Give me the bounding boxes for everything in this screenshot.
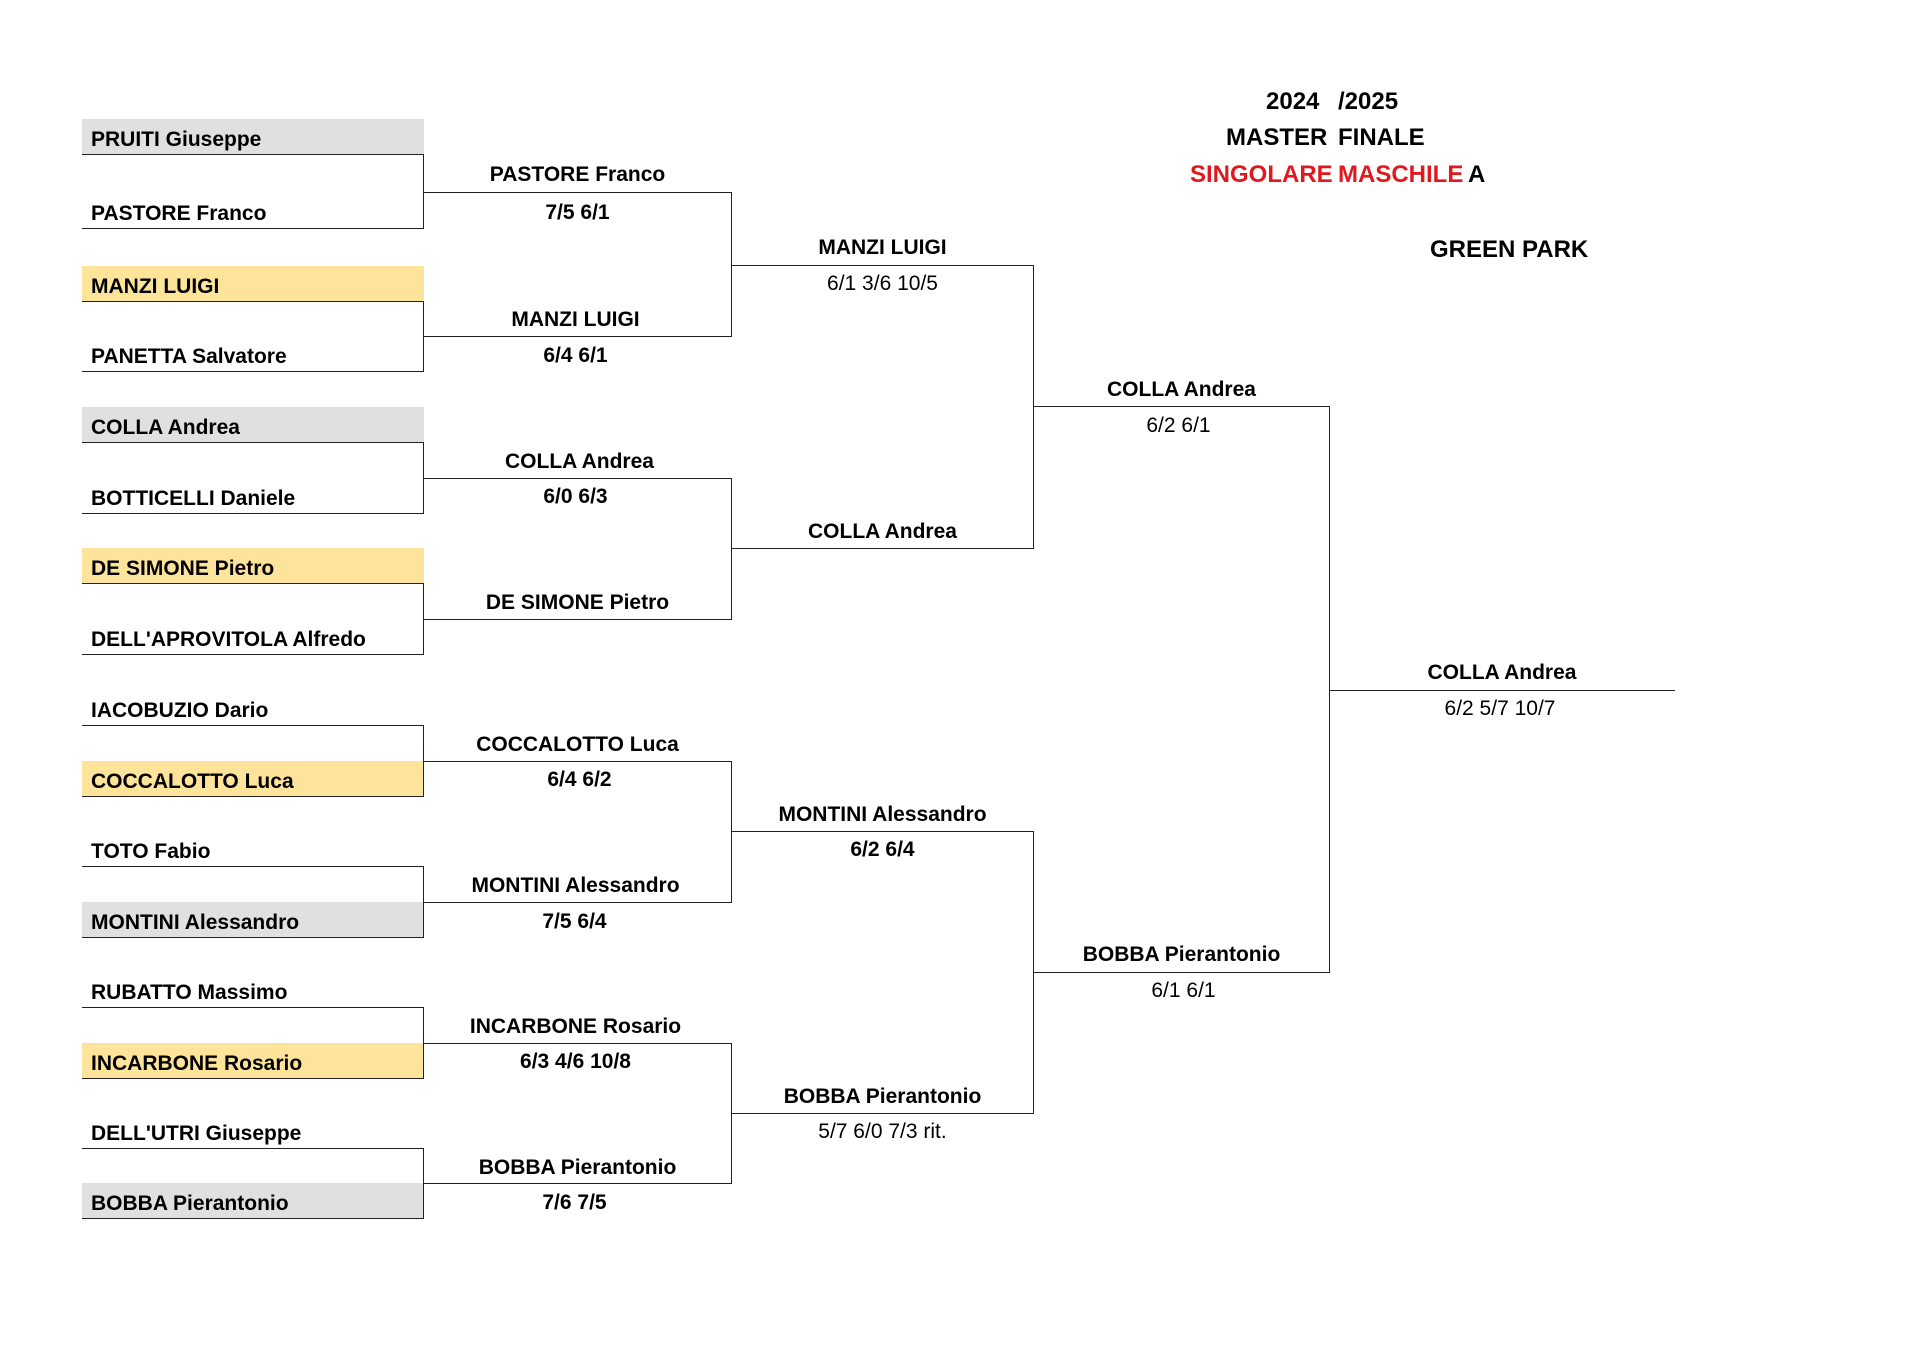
bracket-line xyxy=(731,831,1034,832)
bracket-line xyxy=(731,265,1034,266)
bracket-line xyxy=(423,478,732,479)
player-name: BOTTICELLI Daniele xyxy=(91,487,296,510)
bracket-line xyxy=(731,1113,1034,1114)
player-slot: DELL'APROVITOLA Alfredo xyxy=(82,619,424,655)
round2-winner: MANZI LUIGI xyxy=(511,308,640,331)
season-year-end: /2025 xyxy=(1338,88,1399,115)
bracket-line xyxy=(423,1043,732,1044)
bracket-line xyxy=(731,548,1034,549)
player-slot: DE SIMONE Pietro xyxy=(82,548,424,584)
player-name: INCARBONE Rosario xyxy=(91,1052,303,1075)
round3-winner: BOBBA Pierantonio xyxy=(783,1085,982,1108)
bracket-line xyxy=(423,761,732,762)
player-slot: BOBBA Pierantonio xyxy=(82,1183,424,1219)
round2-winner: DE SIMONE Pietro xyxy=(485,591,670,614)
bracket-line xyxy=(1329,690,1675,691)
player-slot: DELL'UTRI Giuseppe xyxy=(82,1113,424,1149)
title-finale: FINALE xyxy=(1338,124,1425,151)
semifinal-winner: COLLA Andrea xyxy=(1107,378,1256,401)
player-slot: PRUITI Giuseppe xyxy=(82,119,424,155)
player-name: COCCALOTTO Luca xyxy=(91,770,294,793)
category-letter: A xyxy=(1468,161,1486,188)
round2-score: 6/0 6/3 xyxy=(543,485,608,508)
player-slot: RUBATTO Massimo xyxy=(82,972,424,1008)
round2-score: 7/5 6/4 xyxy=(542,910,607,933)
round2-score: 7/5 6/1 xyxy=(545,201,610,224)
round2-score: 7/6 7/5 xyxy=(542,1191,607,1214)
round3-score: 6/1 3/6 10/5 xyxy=(827,272,938,295)
player-slot: INCARBONE Rosario xyxy=(82,1043,424,1079)
final-score: 6/2 5/7 10/7 xyxy=(1444,697,1556,720)
round3-winner: COLLA Andrea xyxy=(808,520,957,543)
player-name: IACOBUZIO Dario xyxy=(91,699,269,722)
round3-winner: MANZI LUIGI xyxy=(818,236,947,259)
player-name: RUBATTO Massimo xyxy=(91,981,288,1004)
round3-score: 6/2 6/4 xyxy=(850,838,915,861)
bracket-line xyxy=(423,336,732,337)
player-slot: TOTO Fabio xyxy=(82,831,424,867)
player-name: MANZI LUIGI xyxy=(91,275,220,298)
player-name: PASTORE Franco xyxy=(91,202,267,225)
category-maschile: MASCHILE xyxy=(1338,161,1464,188)
player-name: TOTO Fabio xyxy=(91,840,211,863)
season-year-start: 2024 xyxy=(1266,88,1320,115)
round2-score: 6/3 4/6 10/8 xyxy=(520,1050,631,1073)
player-name: BOBBA Pierantonio xyxy=(91,1192,289,1215)
semifinal-score: 6/1 6/1 xyxy=(1151,979,1216,1002)
player-slot: COLLA Andrea xyxy=(82,407,424,443)
bracket-line xyxy=(1033,406,1330,407)
player-name: DE SIMONE Pietro xyxy=(91,557,275,580)
semifinal-score: 6/2 6/1 xyxy=(1146,414,1211,437)
bracket-connector xyxy=(1329,406,1330,972)
category-singolare: SINGOLARE xyxy=(1190,161,1333,188)
bracket-connector xyxy=(423,1149,424,1219)
player-slot: COCCALOTTO Luca xyxy=(82,761,424,797)
round3-winner: MONTINI Alessandro xyxy=(778,803,987,826)
player-name: MONTINI Alessandro xyxy=(91,911,300,934)
venue-name: GREEN PARK xyxy=(1430,236,1589,263)
player-name: COLLA Andrea xyxy=(91,416,240,439)
player-slot: PASTORE Franco xyxy=(82,193,424,229)
round2-score: 6/4 6/1 xyxy=(543,344,608,367)
player-name: PRUITI Giuseppe xyxy=(91,128,262,151)
semifinal-winner: BOBBA Pierantonio xyxy=(1082,943,1281,966)
player-name: DELL'APROVITOLA Alfredo xyxy=(91,628,366,651)
round2-winner: INCARBONE Rosario xyxy=(469,1015,682,1038)
player-name: PANETTA Salvatore xyxy=(91,345,287,368)
player-name: DELL'UTRI Giuseppe xyxy=(91,1122,302,1145)
player-slot: BOTTICELLI Daniele xyxy=(82,478,424,514)
player-slot: PANETTA Salvatore xyxy=(82,336,424,372)
bracket-line xyxy=(423,1183,732,1184)
bracket-line xyxy=(423,902,732,903)
bracket-connector xyxy=(423,302,424,372)
title-master: MASTER xyxy=(1226,124,1328,151)
bracket-line xyxy=(423,619,732,620)
player-slot: MANZI LUIGI xyxy=(82,266,424,302)
player-slot: IACOBUZIO Dario xyxy=(82,690,424,726)
round2-winner: COCCALOTTO Luca xyxy=(476,733,679,756)
bracket-connector xyxy=(731,192,732,336)
round2-winner: PASTORE Franco xyxy=(489,163,666,186)
round2-winner: MONTINI Alessandro xyxy=(471,874,680,897)
bracket-line xyxy=(1033,972,1330,973)
champion-name: COLLA Andrea xyxy=(1427,661,1577,684)
player-slot: MONTINI Alessandro xyxy=(82,902,424,938)
round2-winner: BOBBA Pierantonio xyxy=(478,1156,677,1179)
round3-score: 5/7 6/0 7/3 rit. xyxy=(818,1120,947,1143)
round2-score: 6/4 6/2 xyxy=(547,768,612,791)
bracket-line xyxy=(423,192,732,193)
round2-winner: COLLA Andrea xyxy=(505,450,654,473)
